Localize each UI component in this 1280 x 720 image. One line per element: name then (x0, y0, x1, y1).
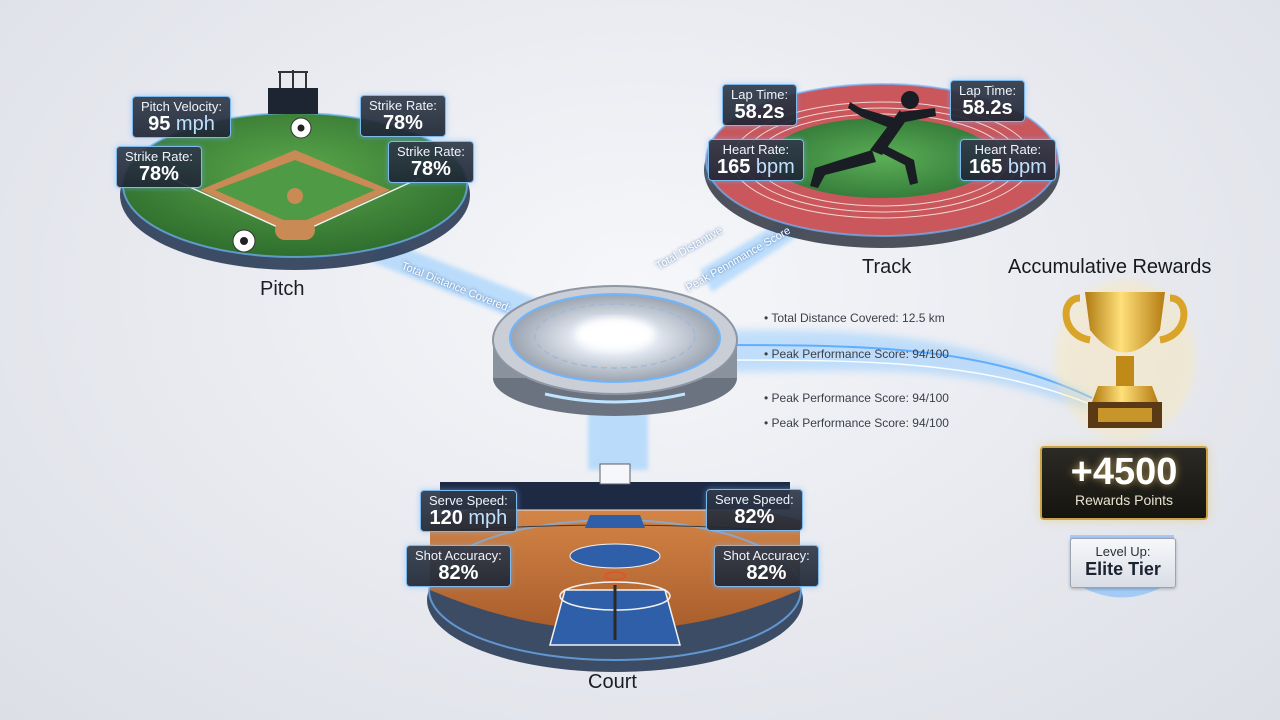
stat-value: 58.2s (734, 100, 785, 123)
stat-value: 165 bpm (969, 155, 1047, 178)
stat-label: Heart Rate: (722, 142, 790, 157)
level-tier: Elite Tier (1085, 559, 1161, 579)
stat-number: 165 (969, 155, 1003, 178)
pitch-stat-strike-2: Strike Rate: 78% (116, 146, 202, 188)
stat-label: Strike Rate: (125, 149, 193, 164)
stat-value: 95 mph (141, 112, 222, 135)
stat-value: 78% (410, 157, 451, 180)
stat-number: 165 (717, 155, 751, 178)
beam-line-2 (719, 359, 1091, 405)
stat-label: Serve Speed: (429, 493, 508, 508)
pitch-label: Pitch (260, 278, 305, 300)
pitch-stat-strike-1: Strike Rate: 78% (360, 95, 446, 137)
stat-label: Strike Rate: (397, 144, 465, 159)
beam-pitch-to-hub (372, 238, 540, 325)
stat-value: 165 bpm (717, 155, 795, 178)
beam-hub-to-trophy (720, 330, 1090, 410)
central-hub (492, 285, 738, 416)
rewards-title: Accumulative Rewards (1008, 256, 1212, 278)
track-stat-heart-2: Heart Rate: 165 bpm (960, 139, 1056, 181)
backboard (599, 463, 631, 485)
stat-value: 82% (438, 561, 479, 584)
ball-2 (232, 229, 256, 253)
court-platform (427, 463, 803, 672)
stat-unit: mph (170, 112, 215, 135)
stat-label: Pitch Velocity: (141, 99, 222, 114)
stat-label: Lap Time: (959, 83, 1017, 98)
stat-unit: bpm (750, 155, 795, 178)
stat-unit: mph (462, 506, 508, 529)
stat-label: Serve Speed: (715, 492, 794, 507)
pitch-platform (120, 70, 470, 270)
stat-label: Shot Accuracy: (415, 548, 502, 563)
summary-line-3: • Peak Performance Score: 94/100 (764, 391, 949, 405)
stat-value: 58.2s (962, 96, 1013, 119)
stat-value: 82% (734, 505, 775, 528)
stat-label: Heart Rate: (974, 142, 1042, 157)
stat-number: 95 (148, 112, 171, 135)
beam-line-1 (719, 344, 1093, 399)
pitch-stat-strike-3: Strike Rate: 78% (388, 141, 474, 183)
stat-value: 78% (138, 162, 179, 185)
track-label: Track (862, 256, 912, 278)
ball-1 (290, 117, 312, 139)
pitch-stat-velocity: Pitch Velocity: 95 mph (132, 96, 231, 138)
summary-line-4: • Peak Performance Score: 94/100 (764, 416, 949, 430)
runner-silhouette (810, 91, 936, 188)
stat-unit: bpm (1002, 155, 1047, 178)
court-label: Court (588, 671, 637, 693)
scoreboard (268, 88, 318, 114)
court-stat-accuracy-1: Shot Accuracy: 82% (406, 545, 511, 587)
rewards-points-label: Rewards Points (1074, 492, 1174, 508)
court-stat-serve-1: Serve Speed: 120 mph (420, 490, 517, 532)
summary-line-1: • Total Distance Covered: 12.5 km (764, 311, 945, 325)
court-stat-accuracy-2: Shot Accuracy: 82% (714, 545, 819, 587)
track-stat-lap-2: Lap Time: 58.2s (950, 80, 1026, 122)
stat-label: Lap Time: (731, 87, 789, 102)
rewards-points-value: +4500 (1070, 451, 1178, 493)
stat-label: Strike Rate: (369, 98, 437, 113)
level-up-label: Level Up: (1095, 544, 1151, 559)
summary-line-2: • Peak Performance Score: 94/100 (764, 347, 949, 361)
flow-beams (372, 210, 1093, 470)
stat-number: 120 (429, 506, 463, 529)
court-stat-serve-2: Serve Speed: 82% (706, 489, 803, 531)
track-stat-heart-1: Heart Rate: 165 bpm (708, 139, 804, 181)
stat-value: 120 mph (429, 506, 508, 529)
level-up-badge: Level Up: Elite Tier (1070, 538, 1176, 588)
rewards-points-panel: +4500 Rewards Points (1040, 446, 1208, 520)
stat-value: 82% (746, 561, 787, 584)
trophy-icon (1055, 280, 1195, 440)
stat-label: Shot Accuracy: (723, 548, 810, 563)
track-stat-lap-1: Lap Time: 58.2s (722, 84, 798, 126)
track-platform (704, 83, 1060, 248)
stat-value: 78% (382, 111, 423, 134)
